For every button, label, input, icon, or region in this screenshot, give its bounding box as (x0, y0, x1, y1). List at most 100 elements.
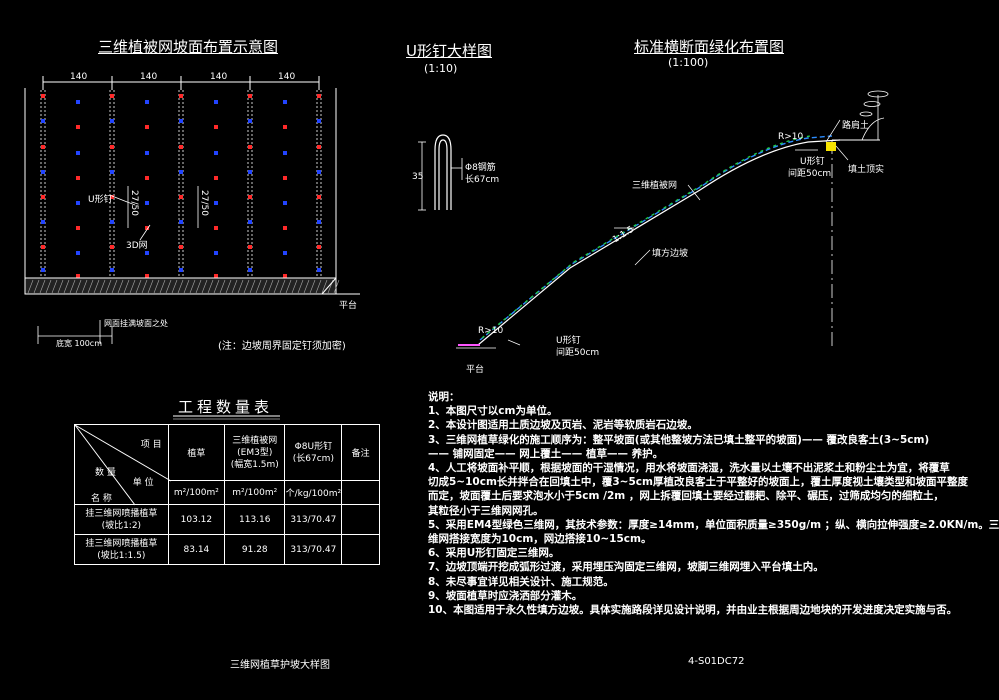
pin-dot (110, 268, 114, 272)
note-line: 4、人工将坡面补平顺，根据坡面的干湿情况，用水将坡面浇湿，洗水量以土壤不出泥浆土… (428, 462, 950, 475)
pin-dot (248, 170, 252, 174)
u-pin-drawing (418, 134, 463, 211)
hatch-line (63, 279, 70, 294)
ushape-dim-label: 35 (412, 172, 424, 182)
hatch-line (231, 279, 238, 294)
hatch-line (111, 279, 118, 294)
header-pin: Φ8U形钉 (长67cm) (284, 424, 343, 481)
pin-dot (248, 268, 252, 272)
hatch-line (273, 279, 280, 294)
pin-dot (317, 94, 321, 98)
pin-dot (179, 220, 183, 224)
hatch-line (225, 279, 232, 294)
notes-title: 说明： (428, 391, 460, 403)
pin-dot (248, 220, 252, 224)
pin-dot (317, 220, 321, 224)
pin-dot (179, 170, 183, 174)
unit-net: m²/100m² (224, 480, 286, 505)
ushape-scale: (1:10) (424, 62, 458, 75)
hatch-line (105, 279, 112, 294)
pin-dot (179, 195, 183, 199)
section-net-label: 三维植被网 (632, 181, 678, 191)
header-pin-label: Φ8U形钉 (294, 441, 333, 452)
hatch-line (81, 279, 88, 294)
hatch-line (207, 279, 214, 294)
note-line: 维网搭接宽度为10cm，网边搭接10~15cm。 (428, 533, 652, 546)
row-name: 挂三维网喷播植草 (坡比1:1.5) (74, 534, 169, 565)
pin-dot (110, 170, 114, 174)
spacing-label-2: 27/50 (199, 190, 209, 216)
row-value: 91.28 (224, 534, 286, 565)
ushape-title: U形钉大样图 (406, 42, 492, 60)
pin-dot (76, 176, 80, 180)
pin-dot (110, 195, 114, 199)
hatch-line (75, 279, 82, 294)
pin-dot (283, 151, 287, 155)
diag-bottom-label: 名 称 (91, 494, 112, 504)
note-line: 8、未尽事宜详见相关设计、施工规范。 (428, 575, 614, 588)
section-scale: (1:100) (668, 56, 709, 69)
header-grass-label: 植草 (187, 449, 206, 459)
pin-dot (41, 268, 45, 272)
hatch-line (147, 279, 154, 294)
hatch-line (309, 279, 316, 294)
row-name-sub: (坡比1:1.5) (97, 550, 146, 561)
pin-dot (248, 119, 252, 123)
hatch-line (249, 279, 256, 294)
pin-dot (110, 220, 114, 224)
pin-dot (317, 119, 321, 123)
pin-dot (283, 176, 287, 180)
hatch-line (33, 279, 40, 294)
hatch-line (57, 279, 64, 294)
note-line: 6、采用U形钉固定三维网。 (428, 547, 560, 560)
hatch-line (291, 279, 298, 294)
hatch-line (267, 279, 274, 294)
pin-dot (214, 100, 218, 104)
pin-dot (248, 195, 252, 199)
pin-dot (248, 145, 252, 149)
note-line: 其粒径小于三维网网孔。 (428, 504, 544, 517)
notes-block: 说明： 1、本图尺寸以cm为单位。 2、本设计图适用土质边坡及页岩、泥岩等软质岩… (428, 390, 999, 617)
header-net-label: 三维植被网 (232, 435, 278, 446)
note-line: 7、边坡顶端开挖成弧形过渡，采用埋压沟固定三维网，坡脚三维网埋入平台填土内。 (428, 561, 824, 574)
footer-code: 4-S01DC72 (688, 656, 745, 667)
ushape-length-label: 长67cm (465, 175, 500, 185)
row-value: 313/70.47 (284, 504, 343, 535)
hatch-line (177, 279, 184, 294)
hatch-line (183, 279, 190, 294)
hatch-line (243, 279, 250, 294)
row-name: 挂三维网喷播植草 (坡比1:2) (74, 504, 169, 535)
unit-remark (341, 480, 380, 505)
hatch-line (201, 279, 208, 294)
pin-dot (179, 245, 183, 249)
fill-slope-label: 填方边坡 (652, 249, 689, 259)
pin-dot (283, 274, 287, 278)
pin-dot (76, 274, 80, 278)
hatch-line (93, 279, 100, 294)
table-title: 工程数量表 (178, 398, 274, 416)
hatch-line (165, 279, 172, 294)
hatch-line (123, 279, 130, 294)
table-row: 挂三维网喷播植草 (坡比1:1.5) 83.14 91.28 313/70.47 (74, 534, 380, 565)
pin-dot (145, 100, 149, 104)
hatch-line (69, 279, 76, 294)
row-name-label: 挂三维网喷播植草 (85, 538, 158, 549)
pin-dot (110, 94, 114, 98)
header-net-sub2: (幅宽1.5m) (230, 459, 279, 470)
header-remark-label: 备注 (351, 449, 370, 459)
pin-dot (76, 151, 80, 155)
pin-dot (179, 268, 183, 272)
note-line: 2、本设计图适用土质边坡及页岩、泥岩等软质岩石边坡。 (428, 419, 698, 432)
upin-top-label: U形钉 (800, 157, 825, 167)
row-value (341, 504, 380, 535)
header-net: 三维植被网 (EM3型) (幅宽1.5m) (224, 424, 286, 481)
section-title: 标准横断面绿化布置图 (634, 38, 785, 56)
hatch-line (303, 279, 310, 294)
dim-label-4: 140 (278, 72, 296, 82)
dim-label-3: 140 (210, 72, 228, 82)
pin-dot (214, 226, 218, 230)
pin-dot (76, 100, 80, 104)
row-value (341, 534, 380, 565)
note-line: 5、采用EM4型绿色三维网，其技术参数：厚度≥14mm，单位面积质量≥350g/… (428, 518, 999, 531)
pin-dot (145, 226, 149, 230)
